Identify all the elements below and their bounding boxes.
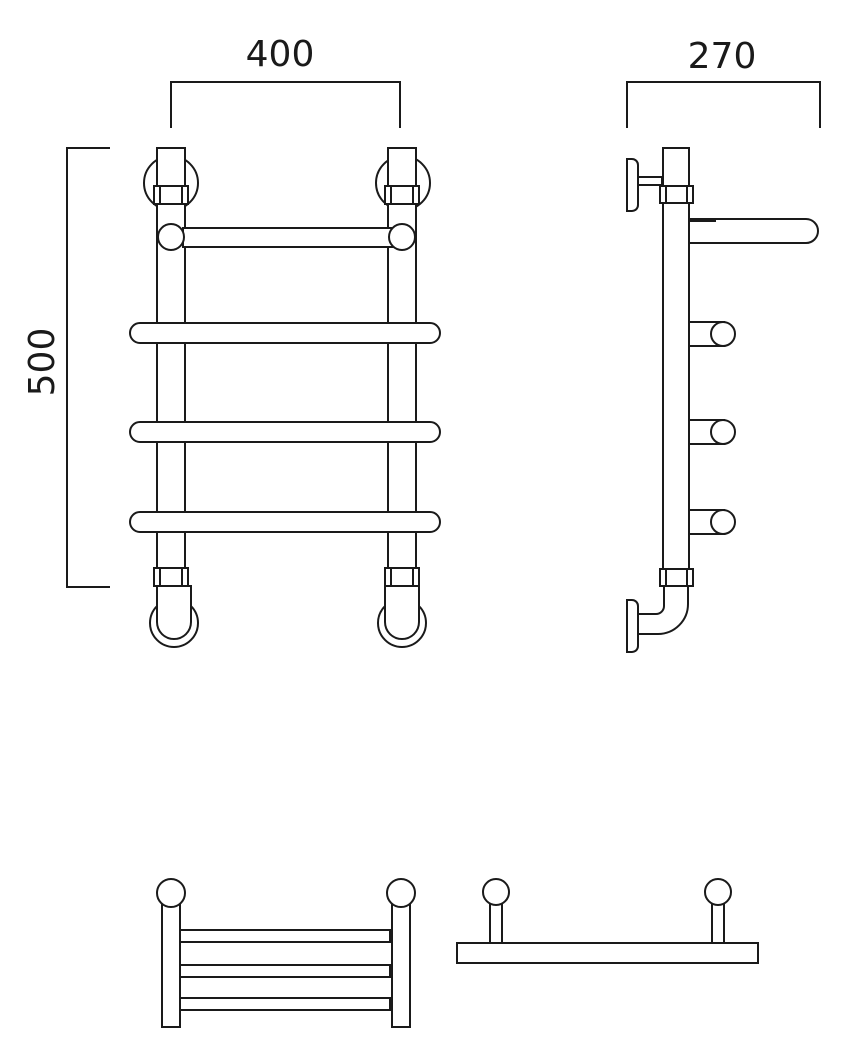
top-crossbar xyxy=(182,227,394,248)
side-top-arm xyxy=(688,218,819,244)
top-view-left-post xyxy=(161,899,181,1028)
bottom-side-view-right-cap xyxy=(704,878,732,906)
side-top-nut xyxy=(659,185,694,204)
bottom-side-view-left-stem xyxy=(489,899,503,944)
shelf-rail xyxy=(129,421,441,443)
bottom-right-nut xyxy=(384,567,420,587)
depth-dimension: 270 xyxy=(626,36,821,128)
width-dimension-label: 400 xyxy=(246,34,315,75)
front-view xyxy=(129,147,441,648)
bottom-side-view xyxy=(456,878,759,964)
bottom-side-view-right-stem xyxy=(711,899,725,944)
top-crossbar-left-cap xyxy=(157,223,185,251)
top-view-rail xyxy=(179,997,391,1011)
bottom-right-elbow xyxy=(377,585,427,648)
side-bottom-nut xyxy=(659,568,694,587)
bottom-wall-mount-plate xyxy=(626,599,639,653)
bottom-left-nut xyxy=(153,567,189,587)
top-wall-mount-stem xyxy=(637,176,663,186)
top-view-right-cap xyxy=(386,878,416,908)
width-dimension: 400 xyxy=(170,34,401,128)
top-view-right-post xyxy=(391,899,411,1028)
shelf-rail xyxy=(129,322,441,344)
bottom-left-elbow xyxy=(149,585,199,648)
top-left-nut xyxy=(153,185,189,205)
top-view-rail xyxy=(179,929,391,943)
depth-dimension-label: 270 xyxy=(688,36,757,77)
height-dimension: 500 xyxy=(22,147,110,588)
side-rail-stub xyxy=(688,321,736,347)
top-crossbar-right-cap xyxy=(388,223,416,251)
top-right-nut xyxy=(384,185,420,205)
height-dimension-label: 500 xyxy=(22,328,63,397)
shelf-rail xyxy=(129,511,441,533)
bottom-side-view-left-cap xyxy=(482,878,510,906)
side-view xyxy=(626,147,819,653)
top-wall-mount-plate xyxy=(626,158,639,212)
top-view-left-cap xyxy=(156,878,186,908)
bottom-elbow-pipe xyxy=(637,585,689,635)
top-view xyxy=(156,878,416,1028)
side-rail-stub xyxy=(688,419,736,445)
side-vertical-post xyxy=(662,147,690,587)
top-view-rail xyxy=(179,964,391,978)
bottom-side-view-base xyxy=(456,942,759,964)
side-rail-stub xyxy=(688,509,736,535)
